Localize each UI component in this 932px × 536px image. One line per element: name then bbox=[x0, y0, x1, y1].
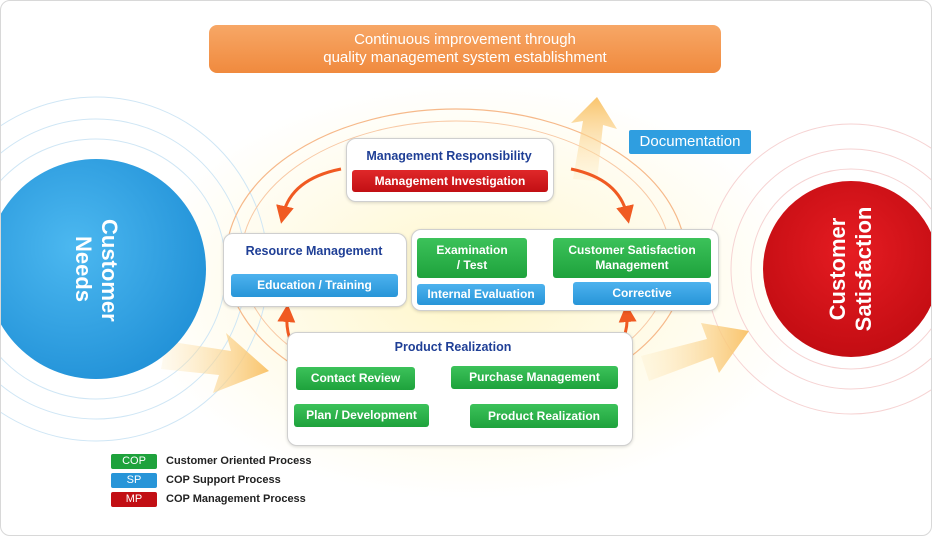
examination-line-2: / Test bbox=[456, 258, 488, 272]
internal-evaluation-box: Internal Evaluation bbox=[417, 284, 545, 305]
purchase-management-box: Purchase Management bbox=[451, 366, 618, 389]
education-training-box: Education / Training bbox=[231, 274, 398, 297]
examination-line-1: Examination bbox=[436, 243, 508, 257]
customer-satisfaction-management-box: Customer Satisfaction Management bbox=[553, 238, 711, 278]
legend-badge-sp: SP bbox=[111, 473, 157, 488]
plan-development-box: Plan / Development bbox=[294, 404, 429, 427]
legend-badge-cop: COP bbox=[111, 454, 157, 469]
resource-title: Resource Management bbox=[245, 244, 383, 258]
customer-needs-circle bbox=[1, 159, 206, 379]
examination-test-box: Examination / Test bbox=[417, 238, 527, 278]
improvement-banner: Continuous improvement through quality m… bbox=[209, 25, 721, 73]
customer-satisfaction-circle bbox=[763, 181, 931, 357]
customer-satisfaction-line-1: Customer bbox=[825, 217, 850, 321]
legend-text-mp: COP Management Process bbox=[166, 493, 306, 505]
product-title: Product Realization bbox=[394, 340, 512, 354]
customer-satisfaction-label: Customer Satisfaction bbox=[825, 184, 877, 354]
customer-satisfaction-line-2: Satisfaction bbox=[851, 206, 876, 332]
corrective-box: Corrective bbox=[573, 282, 711, 305]
cycle-arrow-top-right bbox=[570, 167, 634, 224]
legend-text-cop: Customer Oriented Process bbox=[166, 455, 312, 467]
contact-review-box: Contact Review bbox=[296, 367, 415, 390]
customer-needs-line-2: Needs bbox=[71, 235, 96, 303]
management-investigation-box: Management Investigation bbox=[352, 170, 548, 192]
customer-needs-line-1: Customer bbox=[97, 219, 122, 322]
legend-badge-mp: MP bbox=[111, 492, 157, 507]
banner-line-2: quality management system establishment bbox=[323, 49, 607, 66]
improvement-arrow bbox=[571, 97, 617, 181]
product-realization-box: Product Realization bbox=[470, 404, 618, 428]
documentation-label: Documentation bbox=[629, 130, 751, 154]
output-arrow bbox=[641, 323, 749, 381]
cycle-arrow-top-left bbox=[276, 167, 342, 224]
legend-text-sp: COP Support Process bbox=[166, 474, 281, 486]
banner-line-1: Continuous improvement through bbox=[354, 31, 576, 48]
input-arrow bbox=[161, 333, 269, 393]
satisfaction-line-1: Customer Satisfaction bbox=[568, 243, 696, 257]
management-title: Management Responsibility bbox=[366, 149, 532, 163]
satisfaction-line-2: Management bbox=[595, 258, 669, 272]
customer-needs-label: Customer Needs bbox=[70, 219, 122, 322]
